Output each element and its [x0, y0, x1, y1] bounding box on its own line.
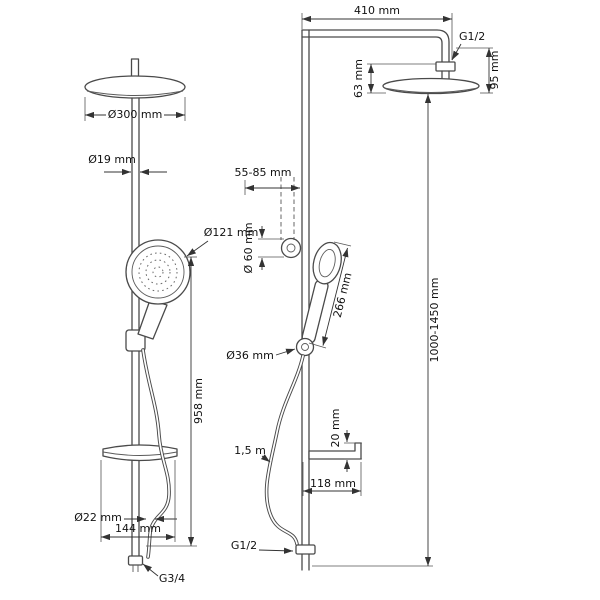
dim-label-wall-distance: 55-85 mm	[235, 166, 292, 179]
dim-label-riser-diameter: Ø19 mm	[88, 153, 136, 166]
swivel-joint-center	[301, 343, 309, 351]
shower-arm-outer	[301, 29, 450, 63]
leader-line	[275, 348, 296, 356]
swivel-joint	[295, 337, 315, 357]
dim-label-head-drop: 63 mm	[352, 59, 365, 98]
leader-line	[142, 563, 159, 577]
bottom-fitting-side	[295, 544, 316, 555]
rain-head-rim-side	[383, 87, 479, 93]
leader-line	[258, 547, 294, 554]
dim-label-bottom-thread-front: G3/4	[159, 572, 185, 585]
dim-label-swivel-diameter: Ø36 mm	[226, 349, 274, 362]
front-view	[84, 58, 191, 572]
bottom-stub-front	[132, 565, 139, 572]
dim-label-arm-length: 410 mm	[354, 4, 400, 17]
dim-label-shelf-width: 144 mm	[115, 522, 161, 535]
dim-label-hand-shower-diameter: Ø121 mm	[204, 226, 259, 239]
ext-line	[333, 241, 352, 247]
dim-label-hose-length: 1,5 m	[234, 444, 266, 457]
dim-label-top-thread: G1/2	[459, 30, 485, 43]
hand-shower-handle-side	[301, 279, 329, 344]
dim-label-overall-height: 1000-1450 mm	[428, 278, 441, 363]
bottom-fitting-front	[127, 555, 144, 566]
arm-connector-nut	[435, 61, 456, 72]
dim-label-head-diameter: Ø300 mm	[108, 108, 163, 121]
hand-shower-face-front	[131, 245, 185, 299]
spray-ring-mid	[145, 259, 171, 285]
ext-line	[308, 342, 327, 349]
leader-line	[451, 43, 462, 61]
dim-line	[322, 247, 349, 346]
dim-label-bottom-thread-side: G1/2	[231, 539, 257, 552]
rain-head-front	[84, 75, 186, 99]
hose-side	[264, 354, 305, 546]
dim-label-bracket-diameter: Ø 60 mm	[242, 222, 255, 273]
front-view-dimensions: Ø300 mm Ø19 mm Ø121 mm 958 mm Ø22 mm 144…	[74, 97, 258, 585]
spray-ring-inner	[152, 266, 164, 278]
hose-front-highlight	[142, 349, 170, 558]
dim-label-hose-connector-diameter: Ø22 mm	[74, 511, 122, 524]
wall-bracket-knob	[286, 243, 296, 253]
dim-label-slide-rail-height: 958 mm	[192, 378, 205, 424]
leader-line	[186, 240, 209, 257]
rain-head-side	[382, 77, 480, 95]
shelf-rim-front	[102, 451, 178, 456]
leader-line	[260, 454, 271, 463]
dim-label-shelf-lip-height: 20 mm	[329, 409, 342, 448]
dim-label-head-height: 95 mm	[488, 51, 501, 90]
riser-pipe-front	[131, 97, 140, 557]
hand-shower-handle-front	[137, 299, 168, 340]
hand-shower-head-front	[125, 239, 191, 305]
hose-side-highlight	[265, 355, 304, 545]
side-view	[264, 29, 480, 571]
spray-ring-outer	[138, 252, 178, 292]
rain-head-rim-front	[86, 90, 184, 96]
dim-label-shelf-depth: 118 mm	[310, 477, 356, 490]
shelf-front	[102, 444, 178, 462]
shower-arm-inner	[301, 36, 443, 63]
riser-pipe-side	[301, 29, 310, 571]
wall-bracket-side	[280, 237, 302, 259]
head-stem-side	[441, 70, 450, 80]
